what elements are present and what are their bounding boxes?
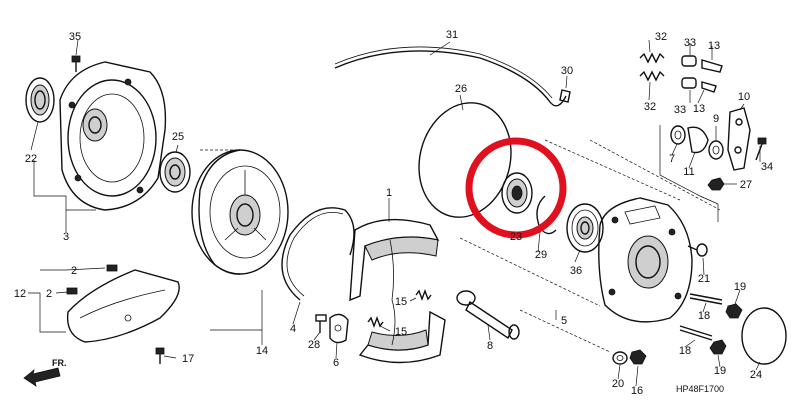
callout-33a: 33 (684, 37, 696, 49)
bolt-21[interactable] (687, 243, 708, 257)
bolt-17[interactable] (155, 347, 165, 364)
stud-bolt-18[interactable] (679, 293, 723, 341)
brake-drum-cover-3[interactable] (59, 61, 167, 211)
callout-15b: 15 (395, 326, 407, 338)
callout-33b: 33 (674, 104, 686, 116)
callout-4: 4 (290, 323, 296, 335)
callout-19b: 19 (714, 365, 726, 377)
callout-34: 34 (761, 161, 773, 173)
wear-indicator-washer-7[interactable] (670, 125, 686, 145)
o-ring-24[interactable] (741, 307, 787, 365)
callout-5: 5 (561, 315, 567, 327)
callout-3: 3 (63, 231, 69, 243)
callout-32a: 32 (655, 31, 667, 43)
callout-18b: 18 (679, 345, 691, 357)
washer-20[interactable] (612, 351, 628, 365)
clip-30[interactable] (559, 89, 571, 103)
callout-16: 16 (631, 385, 643, 397)
callout-9: 9 (713, 113, 719, 125)
brake-shoe-set-1[interactable] (349, 218, 446, 364)
callout-7: 7 (669, 153, 675, 165)
callout-26: 26 (455, 83, 467, 95)
callout-6: 6 (333, 357, 339, 369)
snap-ring-4[interactable] (281, 207, 355, 301)
callout-13a: 13 (708, 40, 720, 52)
guard-12[interactable] (66, 269, 180, 343)
washer-9[interactable] (708, 140, 724, 160)
joint-33[interactable] (681, 55, 697, 89)
rubber-2[interactable] (66, 264, 118, 295)
leader-lines (28, 39, 761, 387)
callout-13b: 13 (693, 103, 705, 115)
callout-22: 22 (25, 153, 37, 165)
front-direction-arrow: FR. (23, 358, 67, 387)
oil-seal-22[interactable] (25, 77, 55, 123)
o-ring-26[interactable] (407, 92, 524, 227)
bolt-35[interactable] (71, 55, 81, 72)
oil-seal-25[interactable] (159, 151, 191, 193)
shoe-spring-15[interactable] (367, 289, 432, 328)
bolt-34[interactable] (755, 137, 767, 161)
callout-31: 31 (446, 29, 458, 41)
callout-labels: 35 22 3 25 14 4 1 26 31 30 23 29 36 5 28… (14, 29, 773, 397)
callout-15a: 15 (395, 296, 407, 308)
callout-8: 8 (487, 340, 493, 352)
callout-20: 20 (612, 378, 624, 390)
callout-28: 28 (308, 339, 320, 351)
callout-2a: 2 (71, 265, 77, 277)
callout-27: 27 (740, 179, 752, 191)
brake-cam-8[interactable] (456, 290, 520, 340)
callout-36: 36 (570, 265, 582, 277)
breather-tube-31[interactable] (334, 46, 567, 107)
callout-17: 17 (182, 353, 194, 365)
plate-6[interactable] (329, 313, 349, 344)
highlight-circle (465, 137, 567, 239)
callout-19a: 19 (734, 281, 746, 293)
nut-19[interactable] (709, 303, 743, 355)
assembly-guide-lines (200, 139, 721, 353)
callout-23: 23 (510, 231, 522, 243)
callout-1: 1 (386, 187, 392, 199)
direction-label: FR. (52, 358, 67, 368)
callout-18a: 18 (698, 310, 710, 322)
spring-32[interactable] (639, 52, 665, 82)
wear-indicator-11[interactable] (687, 126, 709, 154)
oil-seal-23[interactable] (501, 172, 533, 214)
brake-panel-5[interactable] (598, 197, 693, 323)
callout-2b: 2 (46, 288, 52, 300)
nut-27[interactable] (707, 177, 725, 191)
bearing-36[interactable] (566, 203, 604, 253)
callout-10: 10 (738, 91, 750, 103)
bolt-16[interactable] (629, 349, 647, 365)
callout-12: 12 (14, 288, 26, 300)
brake-drum-14[interactable] (191, 149, 289, 275)
brake-arm-10[interactable] (727, 107, 751, 171)
callout-32b: 32 (644, 101, 656, 113)
callout-30: 30 (561, 65, 573, 77)
callout-29: 29 (535, 249, 547, 261)
callout-14: 14 (256, 345, 268, 357)
diagram-code: HP48F1700 (676, 384, 724, 394)
pin-13[interactable] (701, 59, 723, 93)
callout-21: 21 (698, 273, 710, 285)
callout-35: 35 (69, 31, 81, 43)
callout-24: 24 (750, 369, 762, 381)
pin-28[interactable] (315, 314, 327, 333)
callout-25: 25 (172, 131, 184, 143)
callout-11: 11 (683, 166, 694, 178)
